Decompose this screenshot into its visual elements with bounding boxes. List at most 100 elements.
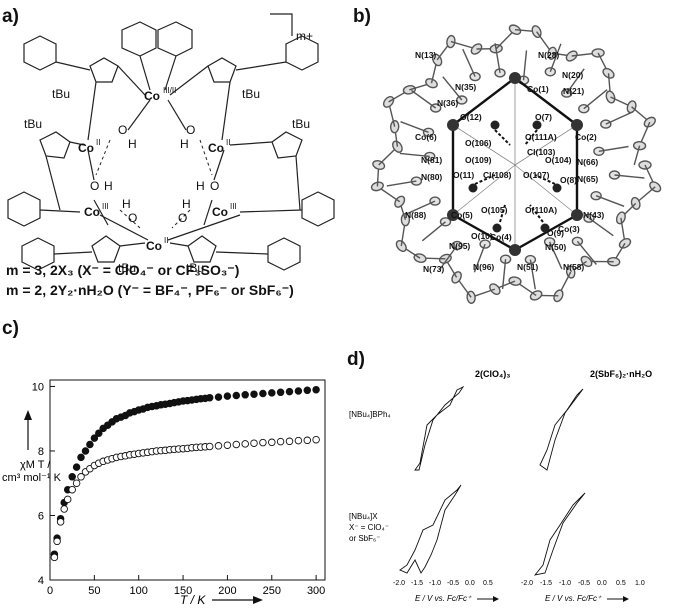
data-point-filled [90,434,99,442]
atom-label: O(109) [465,155,492,165]
atom-label: Cl(103) [527,147,556,157]
data-point-filled [250,390,258,398]
data-point-open [259,438,267,447]
formula-line-2: m = 2, 2Y₂·nH₂O (Y⁻ = BF₄⁻, PF₆⁻ or SbF₆… [6,282,294,298]
oh-o-2: O [186,123,195,137]
x-tick-label: 300 [307,585,325,597]
bond [400,121,429,133]
co-label-3: Co [208,141,224,155]
y-arrow-head [24,410,32,420]
cv-tick-label-left: -0.5 [447,580,459,587]
atom-label: Co(6) [415,132,437,142]
atom-label: Co(2) [575,132,597,142]
cv-tick-label-left: -1.0 [429,580,441,587]
data-point-open [268,438,276,447]
row-label-2a: [NBu₄]X [349,512,378,521]
bond [529,259,536,290]
oh-o-5: O [128,211,137,225]
atom-label: Co(3) [558,224,580,234]
data-point-filled [72,463,81,471]
cv-arrow-head-left [493,596,499,602]
oxygen-atom [490,120,500,130]
atom-ellipsoid [370,181,384,192]
atom-label: O(111A) [525,132,557,142]
h-bond [494,129,511,146]
cobalt-atom [447,119,459,131]
data-point-filled [81,447,90,455]
bond [588,217,614,237]
formula-line-1: m = 3, 2X₃ (X⁻ = ClO₄⁻ or CF₃SO₃⁻) [6,262,240,278]
oxygen-atom [532,120,542,130]
bond [501,259,507,290]
oh-h-6: H [182,197,191,211]
data-point-open [241,440,249,448]
tbu-3: tBu [24,117,42,131]
atom-label: O(107) [523,170,550,180]
panel-b-label: b) [353,6,371,27]
atom-ellipsoid [402,84,417,95]
data-point-filled [268,389,276,397]
panel-a-structure: m+ Co III/II Co II Co II Co III Co III C… [7,13,335,275]
bond [614,174,645,179]
data-point-open [53,537,61,546]
atom-label: Co(1) [527,84,549,94]
h-bond [499,204,506,223]
cv-trace [539,388,584,471]
data-point-filled [205,393,214,402]
row-label-1: [NBu₄]BPh₄ [349,410,391,419]
data-point-open [60,505,68,513]
column-label-1: 2(ClO₄)₃ [475,369,510,379]
bond [598,145,629,152]
column-label-2: 2(SbF₆)₂·nH₂O [590,369,652,379]
atom-label: O(7) [535,112,552,122]
cv-tick-label-left: 0.0 [465,580,475,587]
bond [438,245,458,271]
data-point-filled [294,387,303,395]
atom-ellipsoid [626,100,637,114]
data-point-filled [232,391,241,400]
cv-tick-label-right: 0.5 [616,580,626,587]
cv-tick-label-left: 0.5 [483,580,493,587]
data-point-filled [68,473,76,481]
y-tick-label: 4 [38,575,44,587]
atom-ellipsoid [544,67,557,77]
co-bond [514,77,578,126]
co-sup-4: III [102,202,109,211]
y-axis-label-1: χM T / [20,459,51,471]
data-point-filled [214,393,223,401]
cobalt-atom [571,209,583,221]
data-point-filled [303,386,312,395]
atom-ellipsoid [553,289,564,303]
bond [473,243,486,273]
bond [399,152,430,158]
data-point-open [56,518,65,526]
data-point-open [214,442,223,450]
atom-label: Cl(108) [483,170,512,180]
data-point-filled [312,385,320,394]
h-bond [534,174,556,185]
x-tick-label: 0 [47,585,53,597]
atom-label: O(104) [545,155,572,165]
co-spoke [452,164,516,216]
atom-ellipsoid [600,119,612,129]
co-sup-1: III/II [163,86,176,95]
atom-ellipsoid [382,95,395,108]
data-point-open [50,553,59,562]
co-label-6: Co [146,239,162,253]
data-point-open [77,473,85,481]
tbu-1: tBu [52,87,70,101]
co-label-2: Co [78,141,94,155]
atom-label: N(65) [577,174,598,184]
bond [549,43,562,73]
co-sup-2: II [96,138,100,147]
atom-label: N(13) [415,50,436,60]
h-bonds [474,129,556,223]
cv-x-label-left: E / V vs. Fc/Fc⁺ [415,594,472,603]
atom-ellipsoid [632,140,647,151]
cobalt-atom [571,119,583,131]
data-point-filled [285,387,294,396]
atom-label: Co(4) [490,232,512,242]
data-point-open [294,436,303,445]
